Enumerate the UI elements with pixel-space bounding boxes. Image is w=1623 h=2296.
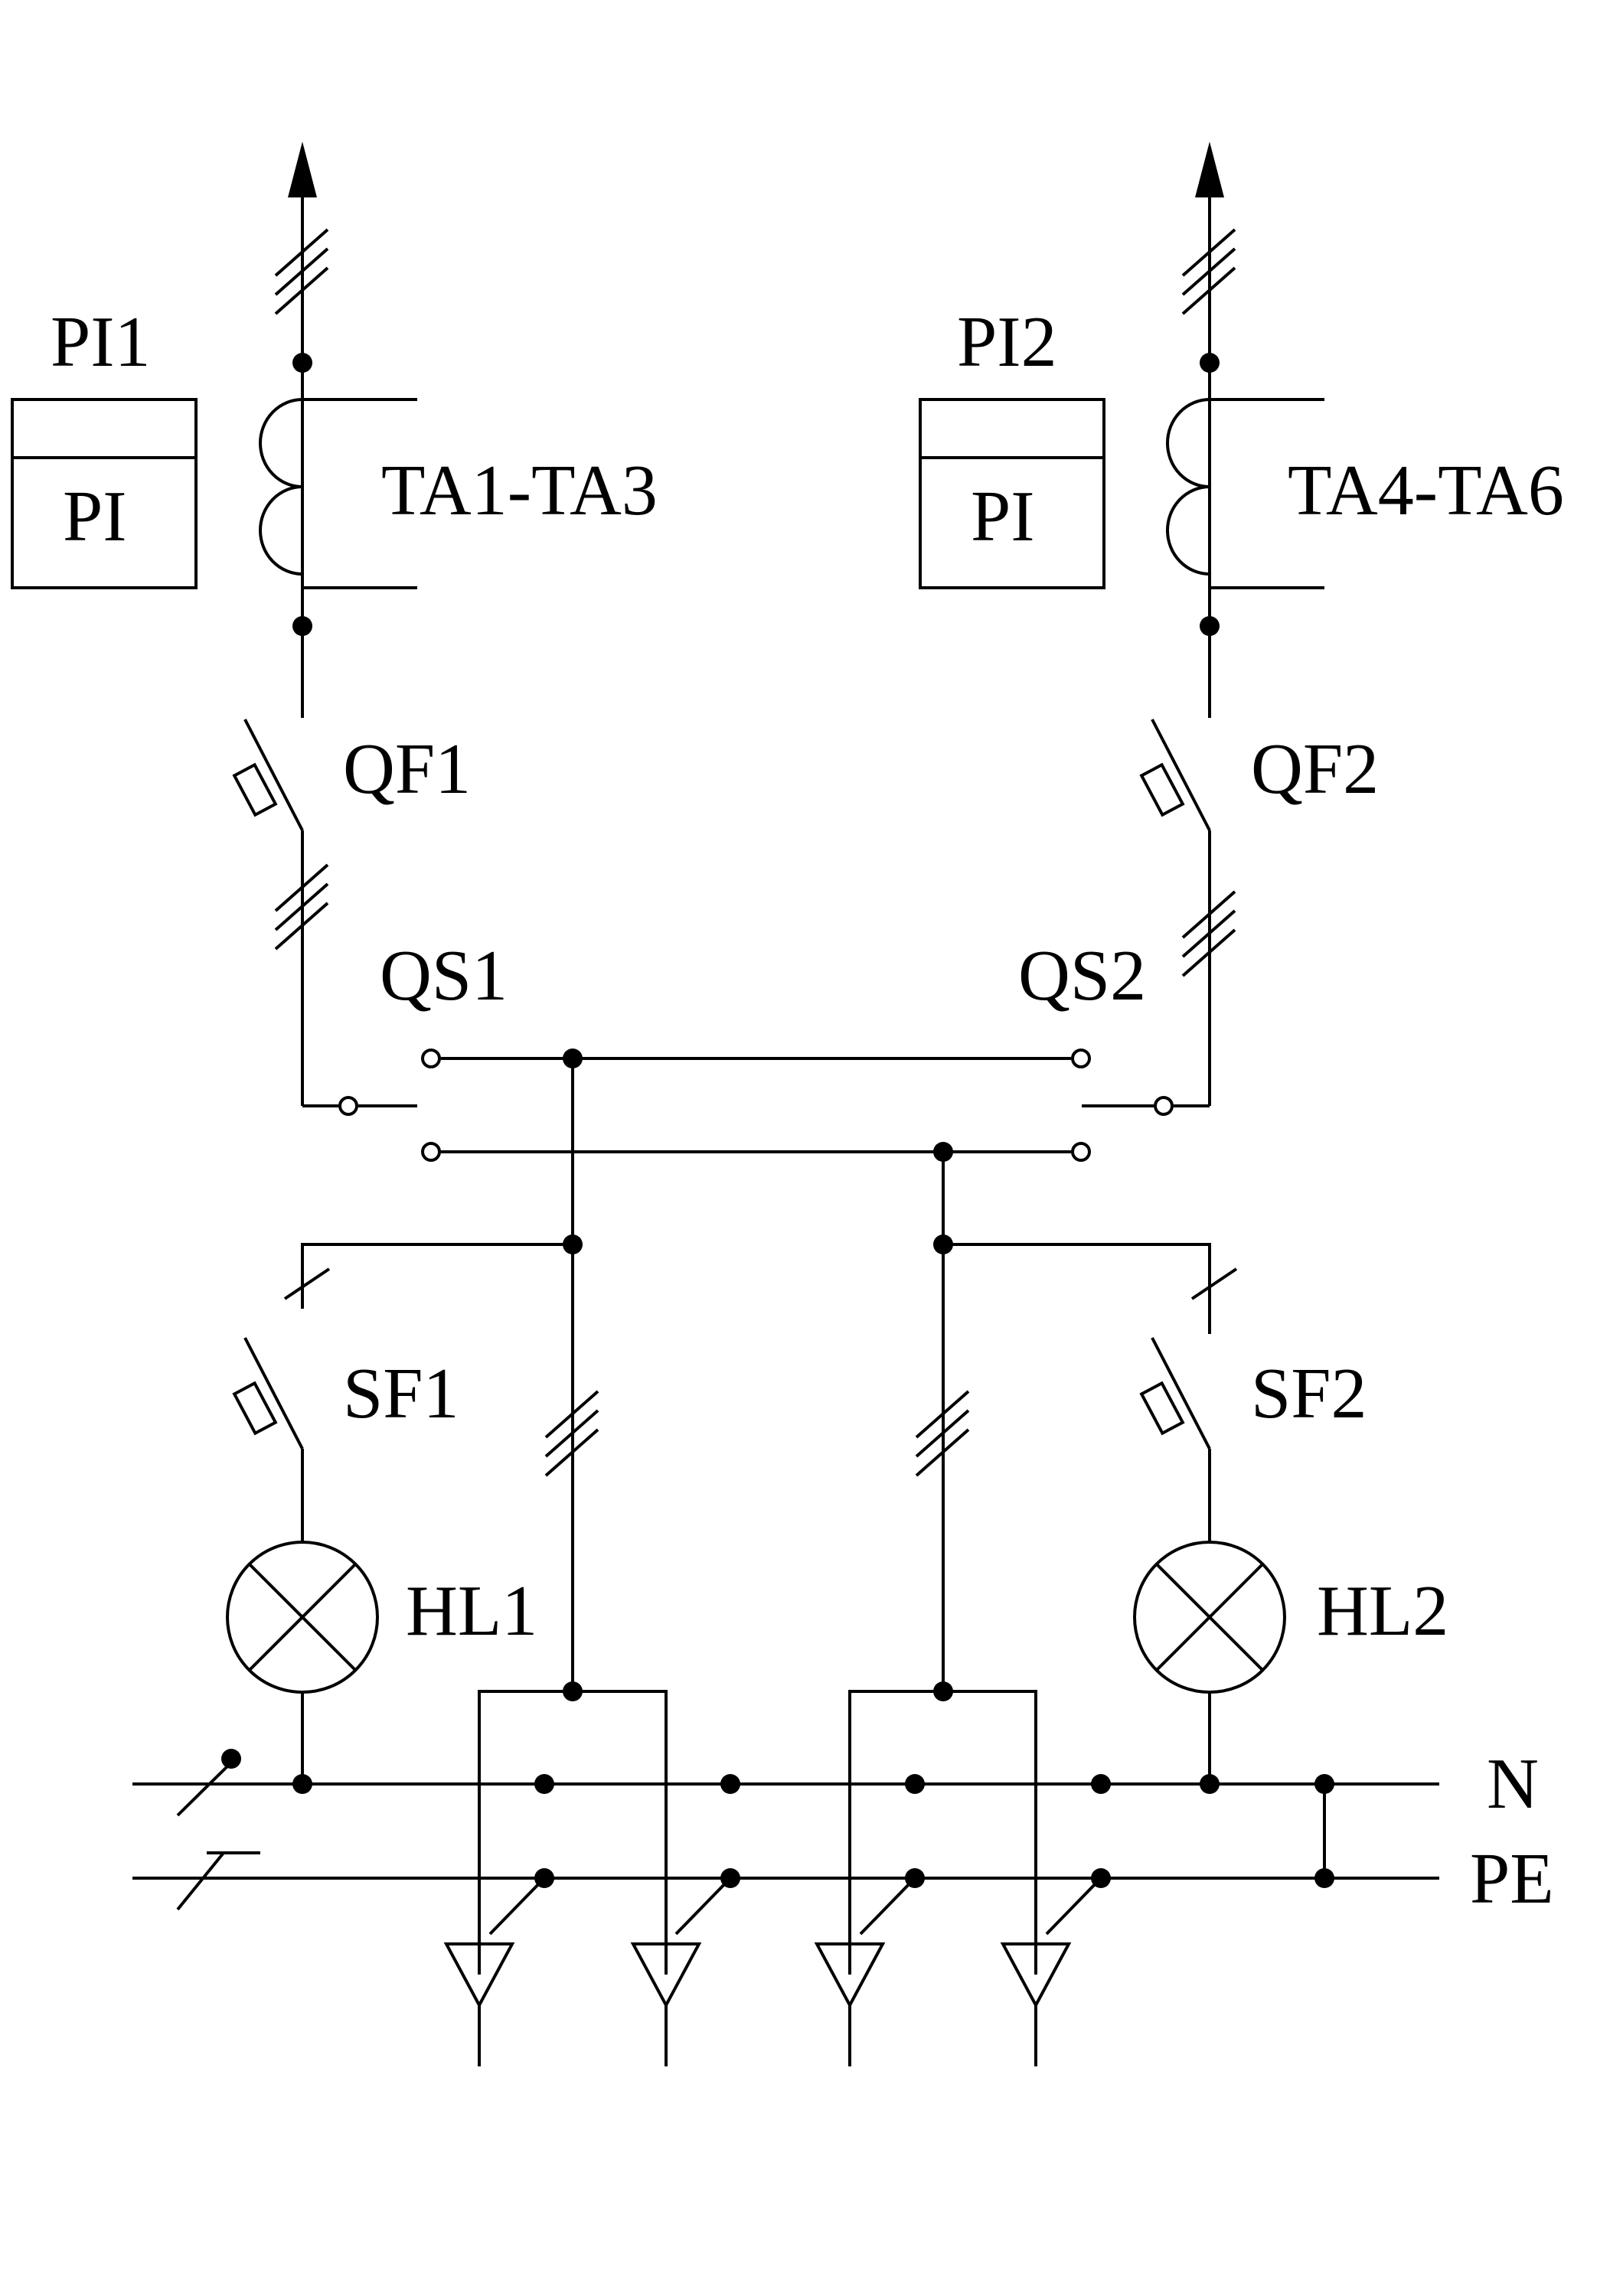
right-feeder-three-phase-mark xyxy=(1181,228,1236,315)
right-feeder-arrow xyxy=(1195,142,1224,197)
pe-bus xyxy=(132,1851,1439,1911)
left-feeder xyxy=(11,142,417,1116)
pe-bus-mark xyxy=(176,1851,225,1911)
single-phase-mark xyxy=(283,1267,331,1300)
sf1-breaker xyxy=(232,1337,304,1542)
neutral-bus xyxy=(132,1749,1439,1817)
right-feeder-three-phase-mark xyxy=(1181,890,1236,977)
qs1-label: QS1 xyxy=(380,936,508,1016)
transfer-switch xyxy=(421,1049,1091,1162)
qs1-contact xyxy=(338,1096,358,1116)
pi1-meter-box xyxy=(11,398,198,589)
left-junction-dot xyxy=(292,616,312,636)
right-lamp-circuit xyxy=(943,1243,1286,1784)
pi1-label: PI1 xyxy=(51,302,151,382)
qs1-lower-contact xyxy=(421,1142,441,1162)
hl1-lamp xyxy=(226,1541,379,1694)
right-riser xyxy=(848,1152,1037,1975)
qs2-lower-contact xyxy=(1071,1142,1091,1162)
left-riser xyxy=(478,1058,668,1975)
left-feeder-arrow xyxy=(288,142,317,197)
left-feeder-three-phase-mark xyxy=(274,863,329,951)
neutral-bus-mark xyxy=(176,1763,231,1817)
left-feeder-three-phase-mark xyxy=(274,228,329,315)
outgoing-terminal xyxy=(1000,1877,1102,2066)
sf2-label: SF2 xyxy=(1251,1354,1367,1433)
sf1-label: SF1 xyxy=(343,1354,459,1433)
pi2-label: PI2 xyxy=(957,302,1057,382)
outgoing-terminal xyxy=(443,1877,546,2066)
single-phase-mark xyxy=(1190,1267,1238,1300)
right-riser-three-phase-mark xyxy=(915,1390,970,1477)
pe-bus-label: PE xyxy=(1470,1839,1554,1919)
qs2-label: QS2 xyxy=(1018,936,1146,1016)
qf1-breaker xyxy=(232,719,304,1106)
ta-left-label: TA1-TA3 xyxy=(381,451,658,530)
left-riser-three-phase-mark xyxy=(544,1390,599,1477)
hl1-label: HL1 xyxy=(406,1571,537,1651)
qs1-upper-contact xyxy=(421,1049,441,1068)
qf1-label: QF1 xyxy=(343,729,471,809)
sf2-breaker xyxy=(1139,1337,1211,1542)
right-feeder xyxy=(919,142,1324,1116)
left-lamp-circuit xyxy=(226,1243,573,1784)
hl2-label: HL2 xyxy=(1317,1571,1448,1651)
qf2-breaker xyxy=(1139,719,1211,1106)
pi2-box-label: PI xyxy=(971,477,1035,556)
outgoing-terminal xyxy=(814,1877,916,2066)
qf2-label: QF2 xyxy=(1251,729,1379,809)
left-junction-dot xyxy=(292,353,312,373)
pi1-box-label: PI xyxy=(63,477,127,556)
qs2-contact xyxy=(1154,1096,1174,1116)
hl2-lamp xyxy=(1133,1541,1286,1694)
ta-right-label: TA4-TA6 xyxy=(1288,451,1564,530)
current-transformer-right xyxy=(1166,398,1324,589)
pi2-meter-box xyxy=(919,398,1105,589)
n-bus-label: N xyxy=(1487,1744,1539,1824)
right-junction-dot xyxy=(1200,616,1220,636)
qs2-upper-contact xyxy=(1071,1049,1091,1068)
current-transformer-left xyxy=(259,398,417,589)
right-junction-dot xyxy=(1200,353,1220,373)
outgoing-terminal xyxy=(630,1877,732,2066)
